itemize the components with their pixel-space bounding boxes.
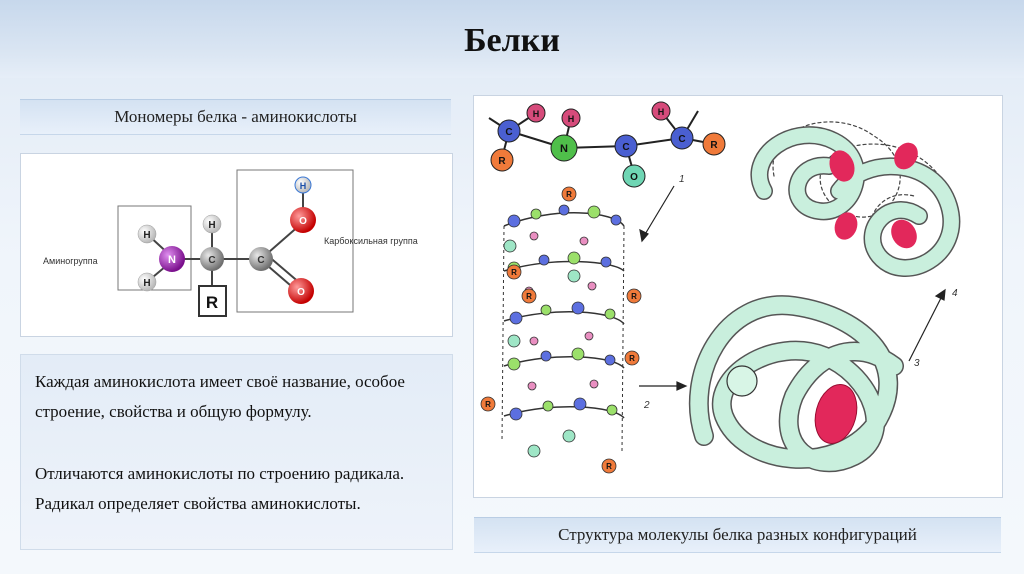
right-caption: Структура молекулы белка разных конфигур… [474,517,1001,553]
c-atom-alpha: C [200,247,224,271]
svg-text:R: R [498,156,506,167]
h-atom-amino-top: H [137,224,157,244]
svg-text:R: R [566,190,572,199]
quaternary-structure [750,121,961,277]
svg-text:R: R [526,292,532,301]
svg-text:H: H [533,109,540,119]
svg-text:H: H [208,220,215,231]
svg-text:R: R [710,140,718,151]
svg-text:R: R [631,292,637,301]
n-atom: N [159,246,185,272]
amino-acid-diagram: H H N H C R C O [43,169,418,317]
description-paragraph-2: Отличаются аминокислоты по строению ради… [35,464,405,513]
svg-text:C: C [208,255,215,266]
svg-text:R: R [606,462,612,471]
svg-text:R: R [629,354,635,363]
svg-text:C: C [622,142,629,153]
description-paragraph-1: Каждая аминокислота имеет своё название,… [35,372,405,421]
carboxyl-group-label: Карбоксильная группа [324,236,418,246]
title-band [0,0,1024,78]
o-atom-hydroxyl: O [290,207,316,233]
protein-structure-panel: C H N H C O H C R R [473,95,1003,498]
amino-group-box [117,205,192,291]
svg-text:C: C [257,255,264,266]
svg-text:R: R [511,268,517,277]
h-atom-hydroxyl: H [294,176,312,194]
svg-text:C: C [678,134,685,145]
svg-text:O: O [299,216,307,227]
description-box: Каждая аминокислота имеет своё название,… [20,354,453,550]
h-atom-amino-bottom: H [137,272,157,292]
step-label-4: 4 [952,288,958,299]
svg-text:C: C [505,127,512,138]
svg-text:R: R [485,400,491,409]
svg-text:H: H [143,230,150,241]
amino-group-label: Аминогруппа [43,256,98,266]
protein-structure-diagram: C H N H C O H C R R [480,101,961,474]
step-label-2: 2 [643,400,650,411]
svg-text:O: O [297,287,305,298]
svg-text:H: H [658,107,665,117]
svg-text:H: H [300,181,307,191]
primary-chain-atoms: C H N H C O H C R R [490,101,726,188]
tertiary-structure [688,295,904,473]
step-arrows [639,185,946,391]
left-section-header: Мономеры белка - аминокислоты [20,99,451,135]
c-atom-carboxyl: C [249,247,273,271]
radical-box: R [198,285,227,317]
carboxyl-group-box [236,169,354,313]
svg-text:O: O [630,172,638,183]
svg-text:H: H [568,114,575,124]
svg-text:N: N [168,254,176,266]
svg-text:H: H [143,278,150,289]
o-atom-double: O [288,278,314,304]
secondary-helix: R R R R R R R [480,186,642,474]
svg-text:R: R [206,293,218,312]
svg-text:N: N [560,143,568,155]
h-atom-alpha: H [202,214,222,234]
page-title: Белки [464,22,560,59]
step-label-3: 3 [914,358,920,369]
amino-acid-diagram-panel: H H N H C R C O [20,153,453,337]
step-label-1: 1 [679,174,685,185]
bonds [146,188,304,292]
